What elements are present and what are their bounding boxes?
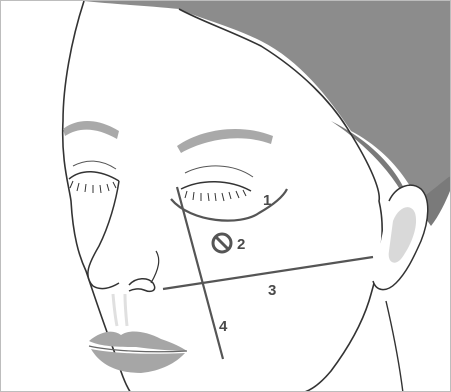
left-eyebrow	[63, 121, 119, 139]
nose-wing	[151, 251, 159, 283]
right-eyelashes	[185, 190, 246, 201]
right-eye-crease	[185, 166, 253, 177]
neck-line	[386, 301, 403, 392]
nose-bridge	[88, 181, 119, 289]
line-4-vertical	[177, 187, 223, 359]
label-4: 4	[219, 318, 228, 335]
no-entry-icon	[213, 234, 231, 252]
right-eyebrow	[177, 129, 273, 153]
label-2: 2	[237, 236, 245, 253]
right-eyelid	[181, 182, 251, 191]
nostril	[129, 279, 155, 292]
left-eye-crease	[73, 161, 116, 169]
philtrum	[113, 294, 127, 326]
label-3: 3	[268, 282, 276, 299]
left-eyelid	[69, 172, 119, 181]
left-eyelashes	[70, 181, 116, 193]
face-outline	[63, 1, 131, 392]
lower-lip	[91, 349, 185, 373]
label-1: 1	[263, 192, 271, 209]
